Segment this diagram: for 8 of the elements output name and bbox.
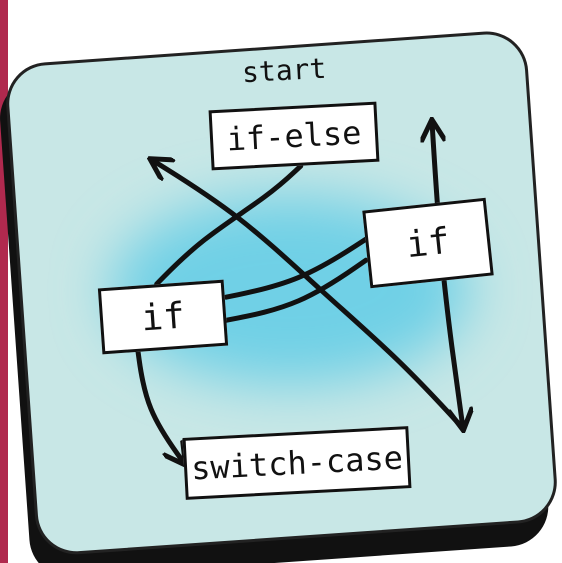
box-label: if — [404, 220, 452, 266]
box-label: switch-case — [190, 438, 404, 488]
box-label: if — [140, 295, 186, 339]
box-label: if-else — [226, 114, 362, 158]
start-label: start — [241, 52, 328, 90]
connector-line — [224, 258, 368, 323]
connector-line — [224, 236, 368, 300]
connector-line — [154, 164, 304, 286]
